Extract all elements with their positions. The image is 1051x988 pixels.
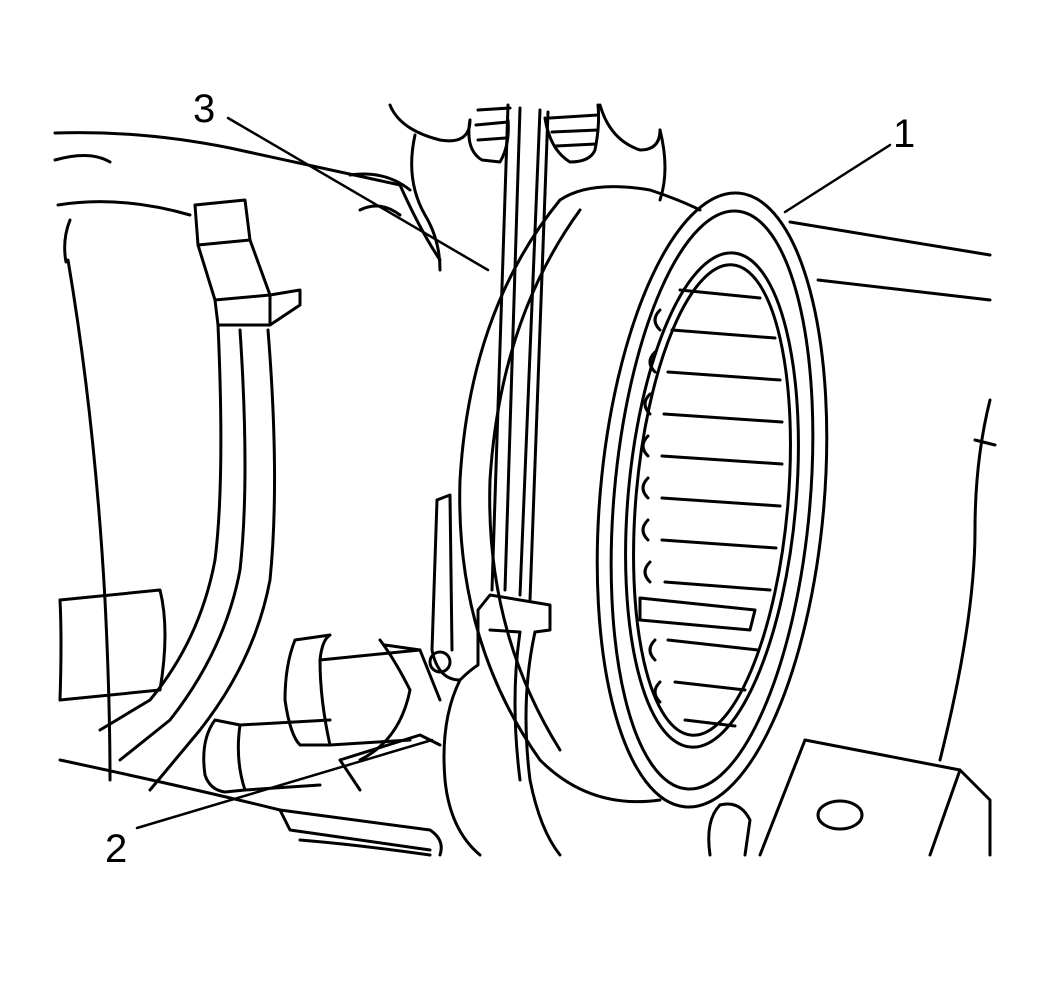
synchronizer-sleeve	[458, 185, 829, 809]
callout-leaders	[135, 116, 892, 830]
leader-line-2	[135, 738, 434, 830]
leader-line-3	[226, 116, 490, 272]
lower-right-housing	[707, 738, 992, 857]
shift-rails	[58, 633, 443, 857]
callout-label-2: 2	[105, 827, 127, 871]
callout-label-1: 1	[893, 112, 915, 156]
center-shift-fork	[358, 493, 562, 857]
transmission-housing	[53, 103, 997, 782]
shift-tool	[467, 103, 601, 602]
callout-label-3: 3	[193, 87, 215, 131]
leader-line-1	[783, 143, 892, 214]
left-shift-fork	[58, 198, 302, 792]
